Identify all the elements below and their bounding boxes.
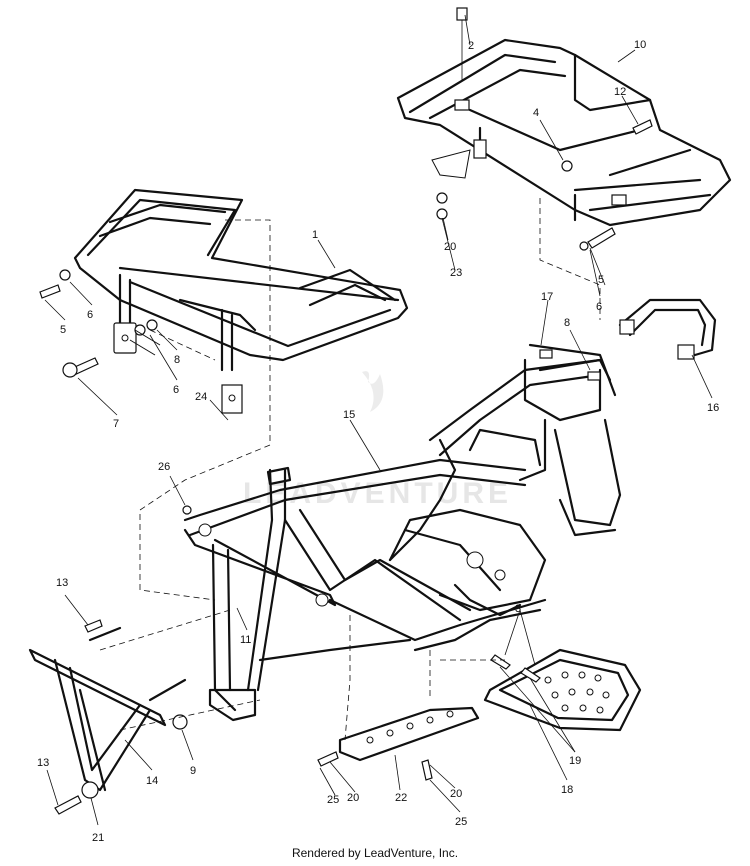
callout-14: 14 — [146, 775, 158, 787]
front-rack-hardware — [436, 7, 653, 251]
watermark-text: LEADVENTURE — [243, 477, 512, 510]
callout-6b: 6 — [173, 384, 179, 396]
callout-1: 1 — [312, 229, 318, 241]
main-frame — [183, 343, 622, 722]
footer-credit: Rendered by LeadVenture, Inc. — [291, 846, 459, 860]
callout-20b: 20 — [347, 792, 359, 804]
callout-21: 21 — [92, 832, 104, 844]
callout-12: 12 — [614, 86, 626, 98]
callout-16: 16 — [707, 402, 719, 414]
callout-5a: 5 — [60, 324, 66, 336]
callout-19: 19 — [569, 755, 581, 767]
callout-10: 10 — [634, 39, 646, 51]
callout-24: 24 — [195, 391, 207, 403]
callout-26: 26 — [158, 461, 170, 473]
grab-bar — [618, 298, 717, 360]
callout-20a: 20 — [444, 241, 456, 253]
callout-6c: 6 — [596, 301, 602, 313]
callout-9: 9 — [190, 765, 196, 777]
callout-18: 18 — [561, 784, 573, 796]
callout-2: 2 — [468, 40, 474, 52]
callout-15: 15 — [343, 409, 355, 421]
rear-rack — [73, 188, 409, 414]
callout-8b: 8 — [564, 317, 570, 329]
callout-7: 7 — [113, 418, 119, 430]
callout-22: 22 — [395, 792, 407, 804]
callout-3: 3 — [515, 603, 521, 615]
footrest — [483, 648, 642, 732]
callout-6a: 6 — [87, 309, 93, 321]
callout-13b: 13 — [37, 757, 49, 769]
skid-plate — [317, 706, 480, 781]
callout-8a: 8 — [174, 354, 180, 366]
callout-5b: 5 — [598, 274, 604, 286]
callout-labels: 1 2 3 4 5 5 6 6 6 7 8 8 9 10 11 12 13 13… — [37, 39, 719, 844]
callout-leaders — [44, 14, 713, 826]
assembly-reference-lines — [99, 198, 601, 741]
callout-23: 23 — [450, 267, 462, 279]
callout-25a: 25 — [327, 794, 339, 806]
rear-rack-hardware — [39, 269, 192, 515]
front-bumper — [28, 619, 188, 815]
callout-17: 17 — [541, 291, 553, 303]
callout-11: 11 — [240, 634, 251, 646]
front-rack — [396, 38, 732, 227]
leadventure-watermark: LEADVENTURE — [243, 371, 512, 510]
callout-20c: 20 — [450, 788, 462, 800]
callout-4: 4 — [533, 107, 539, 119]
callout-25b: 25 — [455, 816, 467, 828]
callout-13a: 13 — [56, 577, 68, 589]
